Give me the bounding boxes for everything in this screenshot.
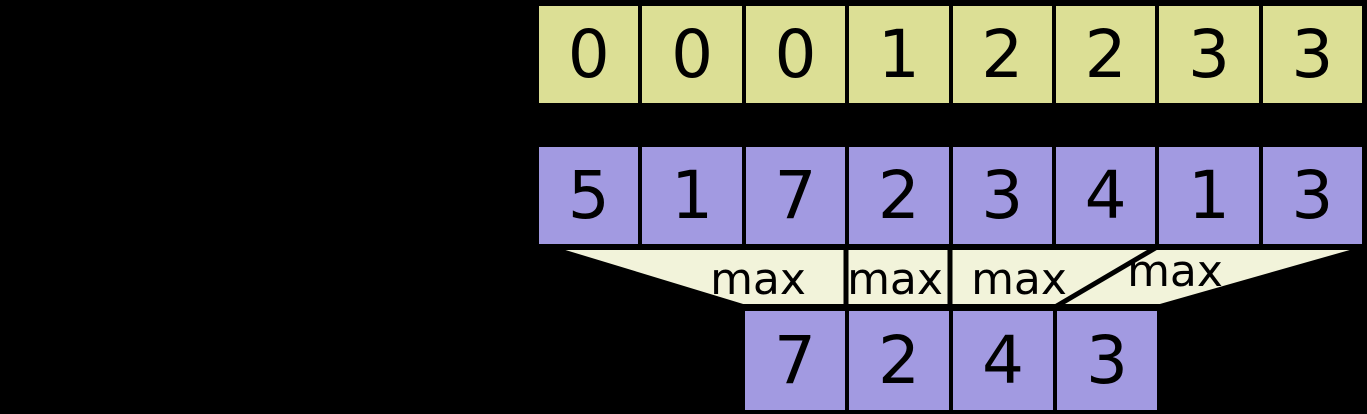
values-row: 5 1 7 2 3 4 1 3 <box>535 143 1366 248</box>
output-cell: 7 <box>745 311 845 410</box>
key-cell: 0 <box>539 6 639 103</box>
value-cell: 1 <box>1159 147 1259 244</box>
value-cell: 7 <box>745 147 846 244</box>
output-cell: 4 <box>953 311 1053 410</box>
output-cell: 2 <box>849 311 949 410</box>
value-cell: 2 <box>849 147 949 244</box>
output-cell: 3 <box>1057 311 1157 410</box>
value-cell: 3 <box>1262 147 1362 244</box>
key-cell: 1 <box>849 6 949 103</box>
max-operator-label: max <box>971 254 1067 305</box>
max-operator-label: max <box>1127 246 1223 297</box>
funnel-band-shape <box>551 246 1365 308</box>
output-row: 7 2 4 3 <box>741 307 1161 414</box>
key-cell: 0 <box>745 6 846 103</box>
value-cell: 4 <box>1055 147 1156 244</box>
value-cell: 3 <box>952 147 1052 244</box>
max-operator-label: max <box>710 254 806 305</box>
value-cell: 1 <box>642 147 742 244</box>
key-cell: 2 <box>1055 6 1156 103</box>
key-cell: 2 <box>952 6 1052 103</box>
key-cell: 0 <box>642 6 742 103</box>
max-operator-label: max <box>847 254 943 305</box>
value-cell: 5 <box>539 147 639 244</box>
keys-row: 0 0 0 1 2 2 3 3 <box>535 2 1366 107</box>
funnel-divider-3 <box>1053 244 1159 310</box>
key-cell: 3 <box>1159 6 1259 103</box>
key-cell: 3 <box>1262 6 1362 103</box>
